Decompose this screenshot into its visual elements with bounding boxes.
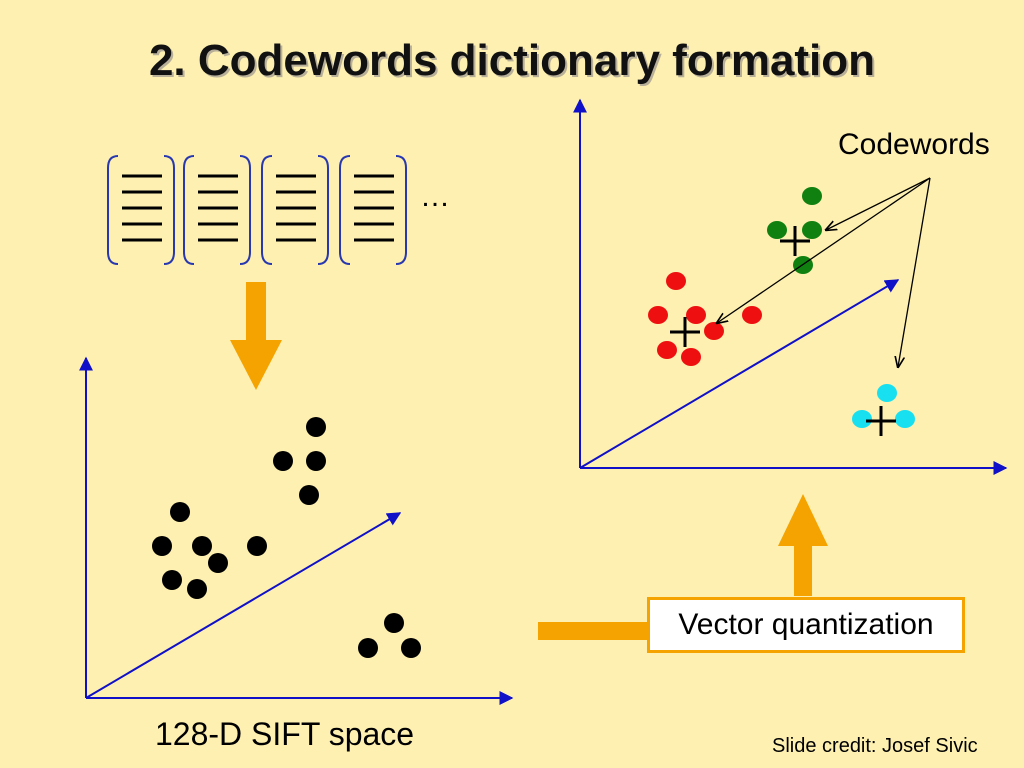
point	[384, 613, 404, 633]
codeword-pointers	[717, 177, 931, 367]
point	[877, 384, 897, 402]
point	[704, 322, 724, 340]
arrow-down-icon	[230, 282, 282, 390]
descriptor-bracket	[339, 155, 351, 265]
sift-space-axes	[79, 356, 514, 705]
descriptor-bracket	[317, 155, 329, 265]
point	[401, 638, 421, 658]
codeword-markers	[670, 226, 896, 436]
slide-title: 2. Codewords dictionary formation	[148, 36, 876, 85]
point	[895, 410, 915, 428]
point	[802, 221, 822, 239]
point	[192, 536, 212, 556]
point	[852, 410, 872, 428]
descriptor-bracket	[395, 155, 407, 265]
descriptor-bracket	[261, 155, 273, 265]
point	[666, 272, 686, 290]
codeword-space-axes	[573, 98, 1008, 475]
point	[162, 570, 182, 590]
point	[247, 536, 267, 556]
point	[187, 579, 207, 599]
vector-quantization-label: Vector quantization	[647, 597, 965, 653]
point	[306, 451, 326, 471]
point	[208, 553, 228, 573]
point	[681, 348, 701, 366]
plus-icon	[866, 406, 896, 436]
plus-icon	[780, 226, 810, 256]
point	[170, 502, 190, 522]
descriptor-bracket	[239, 155, 251, 265]
plus-icon	[670, 317, 700, 347]
descriptor-entries	[122, 174, 394, 242]
arrow-up-icon	[778, 494, 828, 596]
cluster-cyan	[852, 384, 915, 428]
point	[273, 451, 293, 471]
slide-credit: Slide credit: Josef Sivic	[772, 735, 978, 757]
descriptor-bracket	[107, 155, 119, 265]
sift-space-label: 128-D SIFT space	[155, 716, 415, 752]
point	[767, 221, 787, 239]
point	[648, 306, 668, 324]
point	[686, 306, 706, 324]
point	[358, 638, 378, 658]
point	[306, 417, 326, 437]
descriptor-bracket	[163, 155, 175, 265]
cluster-red	[648, 272, 762, 366]
descriptor-bracket	[183, 155, 195, 265]
point	[742, 306, 762, 324]
point	[299, 485, 319, 505]
descriptor-vectors	[107, 155, 407, 265]
point	[152, 536, 172, 556]
connector-bar	[538, 622, 648, 640]
ellipsis-text: …	[420, 180, 450, 213]
sift-points	[152, 417, 421, 658]
codewords-label: Codewords	[838, 128, 990, 161]
point	[802, 187, 822, 205]
point	[657, 341, 677, 359]
